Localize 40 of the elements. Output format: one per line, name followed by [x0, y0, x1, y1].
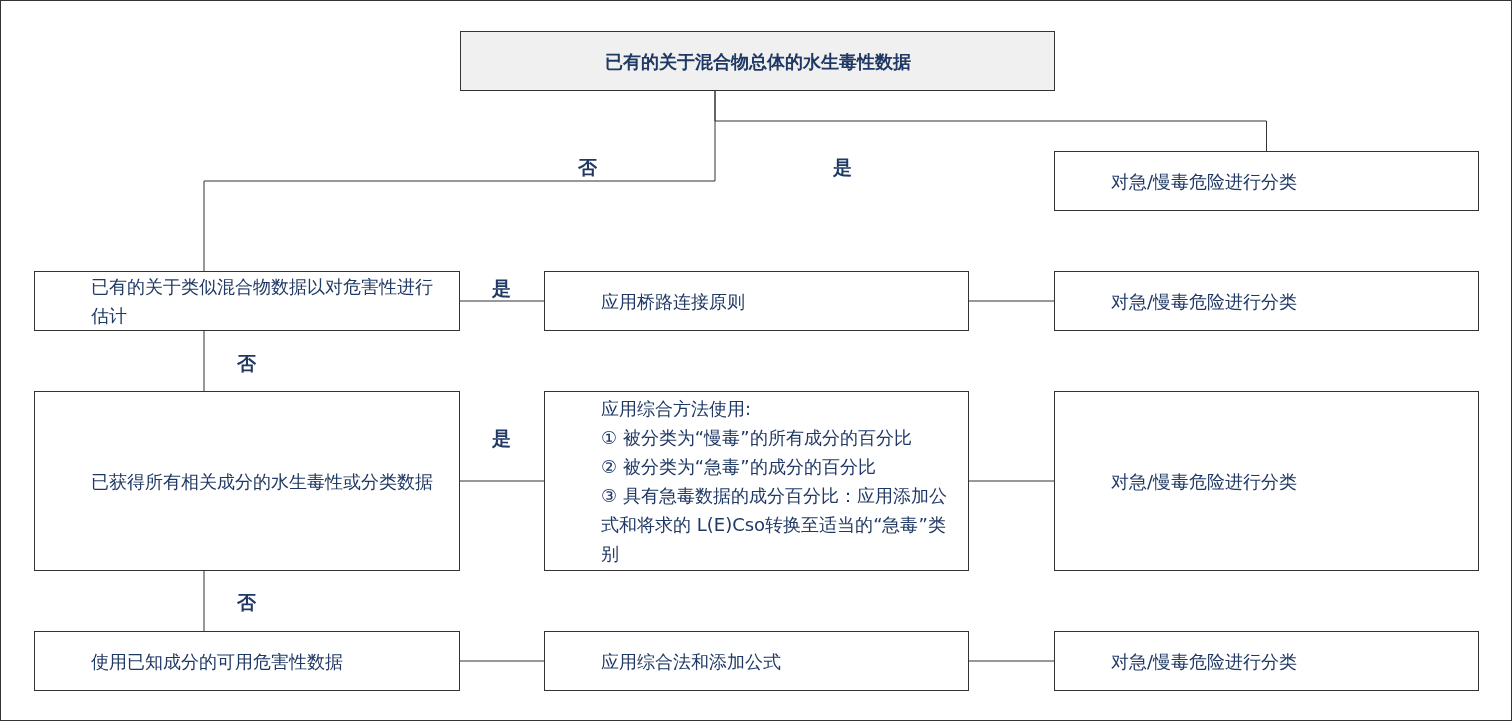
- title-box: [460, 31, 1055, 91]
- process-box: [1054, 271, 1479, 331]
- connector-line: [968, 480, 1055, 482]
- edge-label: 否: [576, 156, 599, 178]
- box-text: ② 被分类为“急毒”的成分的百分比: [601, 455, 877, 479]
- process-box: [34, 631, 460, 691]
- connector-line: [968, 660, 1055, 662]
- connector-line: [459, 300, 545, 302]
- process-box: [544, 391, 969, 571]
- box-text: 应用桥路连接原则: [601, 289, 746, 314]
- box-text: 已有的关于混合物总体的水生毒性数据: [604, 49, 911, 74]
- connector-line: [203, 330, 205, 392]
- connector-line: [714, 90, 1267, 152]
- process-box: [34, 271, 460, 331]
- box-text: 对急/慢毒危险进行分类: [1111, 469, 1299, 494]
- process-box: [544, 631, 969, 691]
- process-box: [1054, 151, 1479, 211]
- edge-label: 否: [235, 352, 258, 374]
- box-text: 应用综合法和添加公式: [601, 649, 782, 674]
- connector-line: [459, 660, 545, 662]
- box-text: 使用已知成分的可用危害性数据: [91, 649, 344, 674]
- connector-line: [968, 300, 1055, 302]
- box-text: 对急/慢毒危险进行分类: [1111, 649, 1299, 674]
- connector-line: [203, 570, 205, 632]
- process-box: [544, 271, 969, 331]
- process-box: [1054, 631, 1479, 691]
- edge-label: 否: [235, 591, 258, 613]
- box-text: ① 被分类为“慢毒”的所有成分的百分比: [601, 426, 913, 450]
- box-text: 对急/慢毒危险进行分类: [1111, 169, 1299, 194]
- box-text: 应用综合方法使用:: [601, 397, 753, 421]
- process-box: [1054, 391, 1479, 571]
- edge-label: 是: [490, 427, 513, 449]
- edge-label: 是: [831, 156, 854, 178]
- box-text: ③ 具有急毒数据的成分百分比：应用添加公式和将求的 L(E)Cso转换至适当的“急毒”类别: [601, 484, 948, 566]
- box-text: 已获得所有相关成分的水生毒性或分类数据: [91, 469, 434, 494]
- edge-label: 是: [490, 277, 513, 299]
- process-box: [34, 391, 460, 571]
- box-text: 对急/慢毒危险进行分类: [1111, 289, 1299, 314]
- connector-line: [459, 480, 545, 482]
- box-text: 已有的关于类似混合物数据以对危害性进行估计: [91, 275, 434, 328]
